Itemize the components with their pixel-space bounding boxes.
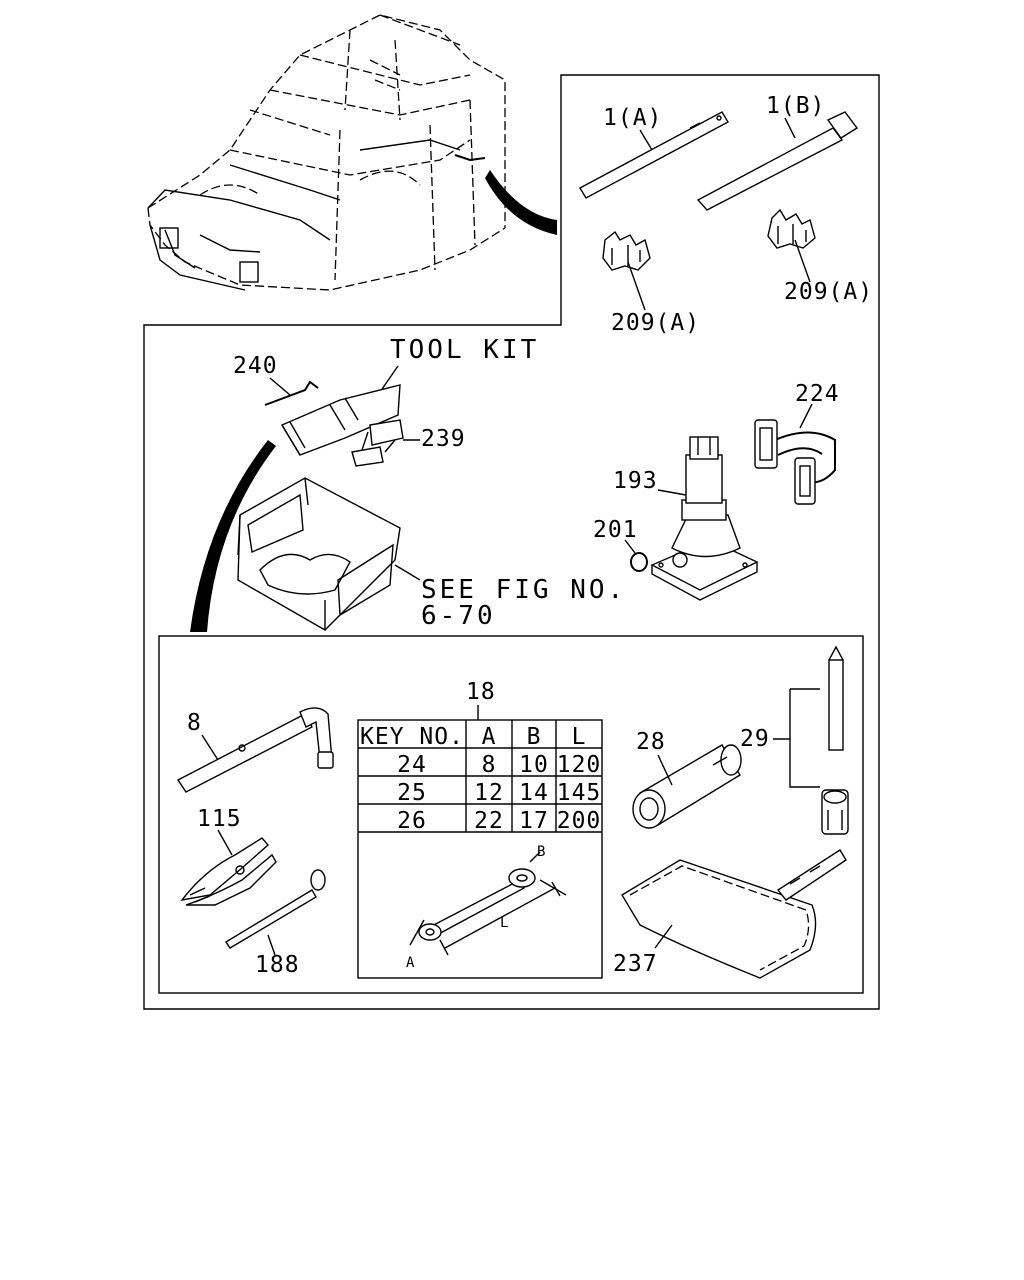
table-cell: 24: [397, 752, 427, 778]
socket-wrench-28: [632, 744, 742, 829]
leader-1b: [784, 117, 796, 139]
leader-115: [217, 829, 233, 856]
tool-bag: [280, 384, 401, 456]
dim-label-a: A: [406, 955, 415, 971]
inner-frame: [158, 635, 864, 994]
clip-209a-right: [767, 208, 816, 249]
table-header-b: B: [527, 724, 542, 750]
wrench-8: [176, 707, 334, 793]
open-end-wrench: [409, 851, 567, 956]
bar-188: [225, 869, 326, 949]
see-fig-line1: SEE FIG NO.: [421, 575, 626, 605]
table-cell: 14: [519, 780, 549, 806]
callout-209a-right: 209(A): [784, 279, 873, 305]
leader-224: [799, 403, 813, 429]
leader-209a-right: [794, 239, 811, 283]
table-cell: 120: [557, 752, 602, 778]
tool-kit-label: TOOL KIT: [390, 335, 539, 365]
leader-240: [269, 377, 291, 396]
callout-1b: 1(B): [766, 93, 825, 119]
dim-label-l: L: [500, 915, 508, 931]
clip-209a-left: [602, 230, 651, 271]
callout-209a-left: 209(A): [611, 310, 700, 336]
buckle-239: [351, 419, 404, 467]
leader-188: [267, 934, 276, 956]
vehicle-body-illustration: [147, 14, 506, 291]
strap-224: [754, 419, 836, 505]
handle-rod-1a: [579, 111, 729, 199]
leader-1a: [639, 129, 653, 151]
leader-see-fig: [394, 564, 421, 581]
leader-237: [654, 924, 673, 949]
callout-1a: 1(A): [603, 105, 662, 131]
callout-193: 193: [613, 468, 658, 494]
callout-239: 239: [421, 426, 466, 452]
table-cell: 8: [482, 752, 497, 778]
table-cell: 22: [474, 808, 504, 834]
handle-rod-1b: [696, 111, 859, 211]
callout-237: 237: [613, 951, 658, 977]
tool-kit-leader-band: [190, 440, 276, 632]
leader-201: [624, 539, 636, 554]
table-cell: 12: [474, 780, 504, 806]
pliers-115: [180, 837, 277, 906]
leader-8: [201, 734, 219, 761]
jack-193: [650, 436, 759, 601]
callout-224: 224: [795, 381, 840, 407]
callout-8: 8: [187, 710, 202, 736]
leader-28: [657, 754, 673, 786]
pin-240: [264, 380, 319, 406]
table-cell: 25: [397, 780, 427, 806]
see-fig-line2: 6-70: [421, 601, 496, 631]
dim-label-b: B: [537, 844, 545, 860]
table-cell: 26: [397, 808, 427, 834]
vehicle-leader-band: [485, 170, 557, 235]
callout-29: 29: [740, 726, 770, 752]
callout-115: 115: [197, 806, 242, 832]
tool-bag-237: [621, 849, 847, 979]
o-ring-201: [630, 552, 648, 572]
callout-240: 240: [233, 353, 278, 379]
screwdriver-29: [789, 645, 849, 835]
leader-193: [657, 489, 687, 496]
callout-28: 28: [636, 729, 666, 755]
key-table: KEY NO. A B L 24 8 10 120 25 12 14 145 2…: [357, 719, 603, 979]
tool-box: [237, 477, 401, 631]
table-cell: 200: [557, 808, 602, 834]
table-header-key-no: KEY NO.: [360, 724, 464, 750]
leader-209a-left: [627, 261, 646, 311]
leader-tool-kit: [379, 365, 399, 393]
callout-18: 18: [466, 679, 496, 705]
table-cell: 145: [557, 780, 602, 806]
table-header-a: A: [482, 724, 497, 750]
table-cell: 17: [519, 808, 549, 834]
table-header-l: L: [572, 724, 587, 750]
callout-188: 188: [255, 952, 300, 978]
table-cell: 10: [519, 752, 549, 778]
callout-201: 201: [593, 517, 638, 543]
outer-frame: [143, 74, 880, 1010]
